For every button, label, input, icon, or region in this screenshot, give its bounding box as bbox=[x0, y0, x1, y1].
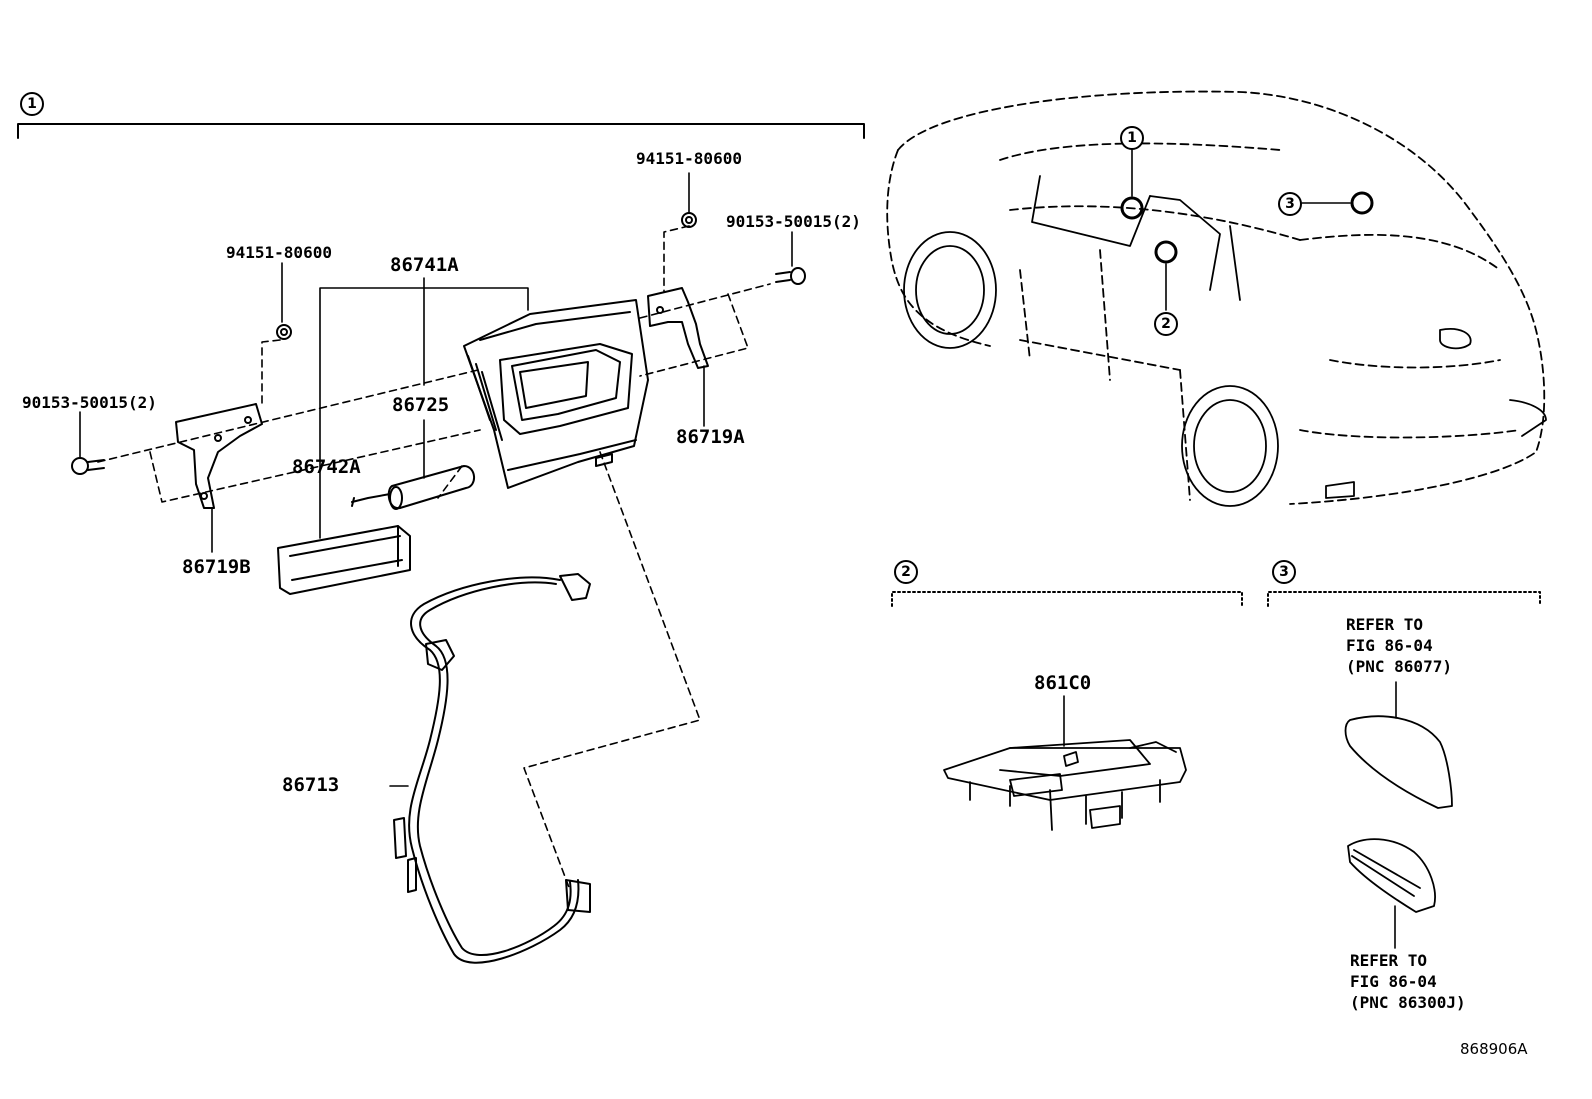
section-1-marker: 1 bbox=[20, 92, 44, 116]
vehicle-solid bbox=[903, 175, 1547, 507]
battery-86725-shape bbox=[351, 465, 475, 510]
vehicle-callout-1: 1 bbox=[1120, 126, 1144, 150]
part-label-90153-50015-left: 90153-50015(2) bbox=[22, 393, 157, 412]
vehicle-outline bbox=[886, 90, 1546, 505]
unit-86741a-shape bbox=[463, 299, 649, 489]
screw-right-icon bbox=[775, 267, 806, 285]
part-label-94151-80600-right: 94151-80600 bbox=[636, 149, 742, 168]
module-861c0-shape bbox=[943, 739, 1187, 831]
mounting-dashes bbox=[97, 225, 771, 891]
vehicle-callout-leaders bbox=[1131, 147, 1351, 311]
figure-code: 868906A bbox=[1460, 1040, 1528, 1058]
antenna-lower-shape bbox=[1347, 838, 1436, 913]
part-label-86741a: 86741A bbox=[390, 254, 459, 276]
leader-lines bbox=[79, 172, 1397, 949]
part-label-86719b: 86719B bbox=[182, 556, 251, 578]
nut-left-top bbox=[276, 324, 292, 340]
nut-right-top bbox=[681, 212, 697, 228]
section-2-marker: 2 bbox=[894, 560, 918, 584]
vehicle-location-markers bbox=[1120, 191, 1374, 264]
vehicle-callout-2: 2 bbox=[1154, 312, 1178, 336]
part-label-861c0: 861C0 bbox=[1034, 672, 1092, 694]
part-label-86725: 86725 bbox=[392, 394, 450, 416]
part-label-86742a: 86742A bbox=[292, 456, 361, 478]
section-3-marker: 3 bbox=[1272, 560, 1296, 584]
antenna-upper-shape bbox=[1344, 715, 1453, 809]
cover-86742a-shape bbox=[277, 525, 411, 595]
vehicle-callout-3: 3 bbox=[1278, 192, 1302, 216]
part-label-86713: 86713 bbox=[282, 774, 340, 796]
harness-86713-shape bbox=[393, 573, 591, 964]
reference-note-86077: REFER TO FIG 86-04 (PNC 86077) bbox=[1346, 615, 1452, 676]
part-label-90153-50015-right: 90153-50015(2) bbox=[726, 212, 861, 231]
part-label-94151-80600-left: 94151-80600 bbox=[226, 243, 332, 262]
bracket-86719a-shape bbox=[647, 287, 709, 369]
bracket-86719b-shape bbox=[175, 403, 263, 509]
section-2-bracket bbox=[891, 591, 1243, 607]
section-1-bracket bbox=[17, 123, 865, 139]
section-3-bracket bbox=[1267, 591, 1541, 607]
part-label-86719a: 86719A bbox=[676, 426, 745, 448]
reference-note-86300j: REFER TO FIG 86-04 (PNC 86300J) bbox=[1350, 951, 1466, 1012]
screw-left-icon bbox=[71, 457, 105, 475]
